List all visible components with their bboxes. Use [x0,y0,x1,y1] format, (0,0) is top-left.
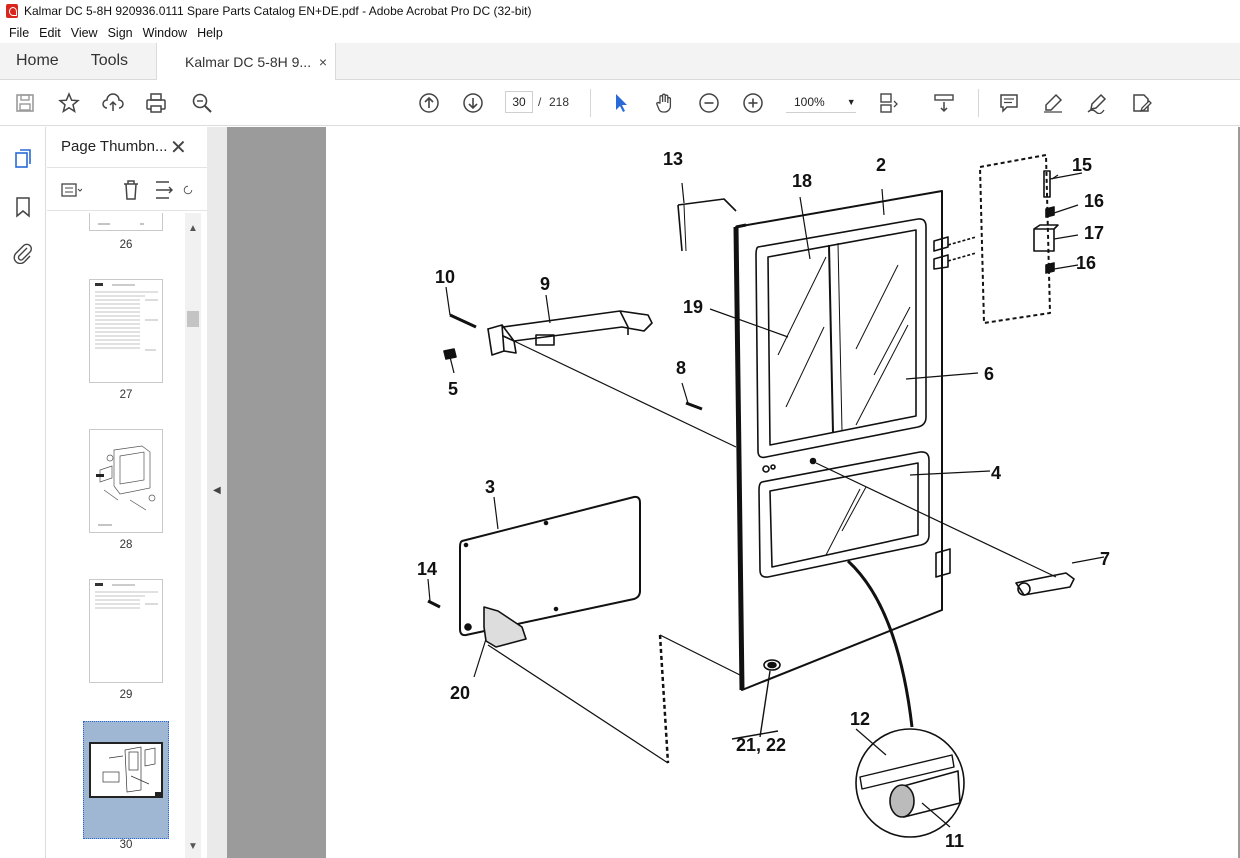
thumbnail-label: 30 [119,839,133,851]
callout-label: 7 [1100,549,1111,569]
menu-sign[interactable]: Sign [107,25,133,40]
scroll-up-icon[interactable]: ▲ [188,223,198,234]
menu-help[interactable]: Help [197,25,223,40]
hand-icon[interactable] [653,91,677,115]
zoom-out-icon[interactable] [697,91,721,115]
panel-close-icon[interactable]: ✕ [170,137,187,159]
zoom-search-icon[interactable] [190,91,214,115]
document-view[interactable]: 13 18 2 15 16 17 16 10 9 19 5 8 6 4 3 7 … [227,127,1240,858]
panel-toolbar [47,167,207,211]
draw-icon[interactable] [1085,91,1109,115]
zoom-value: 100% [794,94,825,109]
menu-edit[interactable]: Edit [39,25,61,40]
callout-label: 8 [676,358,687,378]
thumbnail-label: 29 [119,689,133,701]
callout-label: 19 [683,297,704,317]
page-up-icon[interactable] [417,91,441,115]
page-thumbnails-icon[interactable] [11,147,35,171]
panel-splitter[interactable]: ◀ [207,127,227,858]
thumbnail-page[interactable] [89,579,163,683]
callout-label: 18 [792,171,813,191]
zoom-in-icon[interactable] [741,91,765,115]
callout-label: 10 [435,267,456,287]
callout-label: 15 [1072,155,1093,175]
highlight-icon[interactable] [1041,91,1065,115]
tab-close-icon[interactable]: × [318,54,328,70]
title-bar: Kalmar DC 5-8H 920936.0111 Spare Parts C… [0,0,1240,22]
extract-icon[interactable] [152,178,176,202]
comment-icon[interactable] [997,91,1021,115]
page-down-icon[interactable] [461,91,485,115]
thumbnail-label: 27 [119,389,133,401]
panel-title: Page Thumbn... [61,138,168,155]
callout-label: 21, 22 [736,735,787,755]
tab-document[interactable]: Kalmar DC 5-8H 9... × [156,43,337,81]
pdf-page: 13 18 2 15 16 17 16 10 9 19 5 8 6 4 3 7 … [326,127,1238,858]
scroll-thumb[interactable] [187,311,199,327]
thumbnail-selected[interactable] [83,721,169,839]
tab-bar: Home Tools Kalmar DC 5-8H 9... × [0,43,1240,81]
save-icon[interactable] [13,91,37,115]
thumbnail-page[interactable] [89,213,163,231]
menu-view[interactable]: View [70,25,98,40]
options-menu-icon[interactable] [59,178,83,202]
delete-icon[interactable] [119,178,143,202]
edit-fill-icon[interactable] [1129,91,1153,115]
toolbar-divider [978,89,979,117]
thumbnail-list: 26 27 [47,213,185,858]
page-number-input[interactable]: 30 [505,91,533,113]
exploded-door-diagram [427,154,1105,838]
bookmark-icon[interactable] [11,195,35,219]
left-rail [0,127,46,858]
chevron-down-icon: ▼ [846,96,856,107]
callout-label: 9 [540,274,551,294]
callout-label: 5 [448,379,459,399]
scroll-mode-icon[interactable] [932,91,956,115]
page-separator: / [538,95,542,109]
resize-handle[interactable] [155,792,161,798]
callout-label: 16 [1076,253,1097,273]
tab-home[interactable]: Home [16,52,59,69]
thumbnail-page[interactable] [89,279,163,383]
callout-label: 6 [984,364,995,384]
menu-bar: File Edit View Sign Window Help [0,22,1240,43]
collapse-panel-icon[interactable]: ◀ [213,485,221,496]
upload-icon[interactable] [101,91,125,115]
star-icon[interactable] [57,91,81,115]
rotate-icon[interactable] [182,178,194,202]
thumbnail-scrollbar[interactable]: ▲ ▼ [185,213,201,858]
callout-label: 20 [450,683,471,703]
menu-file[interactable]: File [9,25,30,40]
zoom-select[interactable]: 100% ▼ [786,91,856,113]
fit-page-icon[interactable] [877,91,901,115]
callout-label: 4 [991,463,1002,483]
attachment-icon[interactable] [11,241,35,265]
callout-label: 13 [663,149,684,169]
acrobat-icon [6,4,18,18]
thumbnail-page[interactable] [89,429,163,533]
tab-tools[interactable]: Tools [90,52,129,69]
window-title: Kalmar DC 5-8H 920936.0111 Spare Parts C… [24,4,532,18]
callout-label: 12 [850,709,871,729]
scroll-down-icon[interactable]: ▼ [188,841,198,852]
callout-label: 17 [1084,223,1105,243]
menu-window[interactable]: Window [142,25,188,40]
thumbnail-label: 26 [119,239,133,251]
page-total: 218 [549,95,570,109]
print-icon[interactable] [144,91,168,115]
callout-label: 3 [485,477,496,497]
toolbar-divider [590,89,591,117]
thumbnail-label: 28 [119,539,133,551]
callout-label: 14 [417,559,438,579]
toolbar [0,80,1240,126]
viewport-indicator[interactable] [89,742,163,798]
callout-label: 2 [876,155,887,175]
select-arrow-icon[interactable] [609,91,633,115]
tab-document-label: Kalmar DC 5-8H 9... [185,54,312,70]
callout-label: 16 [1084,191,1105,211]
thumbnails-panel: Page Thumbn... ✕ 26 [47,127,207,858]
callout-label: 11 [945,831,965,851]
